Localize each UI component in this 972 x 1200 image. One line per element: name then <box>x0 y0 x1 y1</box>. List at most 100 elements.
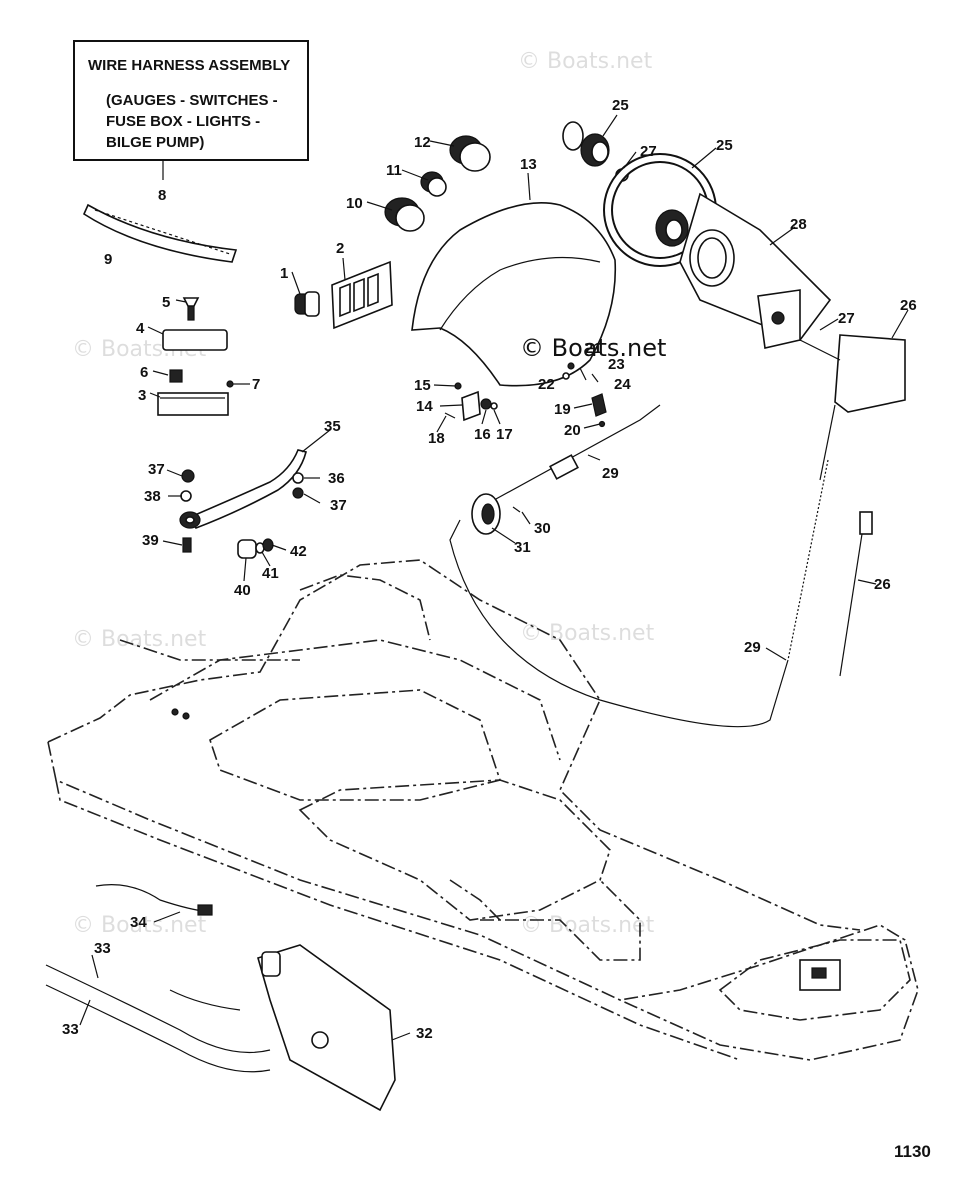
callout-29a: 29 <box>602 465 619 482</box>
part-3-fuse-box <box>157 392 229 416</box>
part-22-nut <box>562 372 570 380</box>
callout-27a: 27 <box>640 143 657 160</box>
part-30-screw <box>512 506 521 513</box>
part-38-washer <box>180 490 192 502</box>
part-16-washer <box>480 398 492 410</box>
callout-28: 28 <box>790 216 807 233</box>
callout-39: 39 <box>142 532 159 549</box>
part-34-harness <box>95 884 213 916</box>
part-18-screw <box>444 412 456 419</box>
part-35-link <box>179 449 307 529</box>
callout-15: 15 <box>414 377 431 394</box>
callouts: 8 9 1 2 5 4 6 7 3 10 11 12 13 25 27 25 2… <box>62 97 917 1042</box>
part-13-console-cover <box>411 202 617 387</box>
callout-25b: 25 <box>716 137 733 154</box>
part-6-fuse <box>169 369 183 383</box>
callout-10: 10 <box>346 195 363 212</box>
callout-19: 19 <box>554 401 571 418</box>
callout-17: 17 <box>496 426 513 443</box>
callout-27b: 27 <box>838 310 855 327</box>
leader-lines <box>79 114 909 1041</box>
callout-26b: 26 <box>874 576 891 593</box>
part-26-shaft <box>839 511 873 677</box>
callout-6: 6 <box>140 364 148 381</box>
wire-harness-box: WIRE HARNESS ASSEMBLY (GAUGES - SWITCHES… <box>73 40 309 180</box>
callout-23: 23 <box>608 356 625 373</box>
callout-33a: 33 <box>94 940 111 957</box>
callout-12: 12 <box>414 134 431 151</box>
watermarks: © Boats.net © Boats.net © Boats.net © Bo… <box>72 49 655 938</box>
callout-31: 31 <box>514 539 531 556</box>
part-14-bracket <box>461 390 481 422</box>
part-26-helm-bracket <box>799 334 906 481</box>
harness-line-2: FUSE BOX - LIGHTS - <box>106 113 260 130</box>
boat-hull <box>47 559 919 1061</box>
callout-14: 14 <box>416 398 433 415</box>
part-24-clip <box>591 373 599 383</box>
callout-24: 24 <box>614 376 631 393</box>
part-23-pin <box>579 367 587 381</box>
part-32-control-box <box>169 944 396 1112</box>
callout-37a: 37 <box>148 461 165 478</box>
callout-8: 8 <box>158 187 166 204</box>
part-21-washer <box>567 362 575 370</box>
callout-20: 20 <box>564 422 581 439</box>
callout-13: 13 <box>520 156 537 173</box>
callout-9: 9 <box>104 251 112 268</box>
part-4-lens <box>162 329 228 351</box>
part-37-nut <box>181 469 195 483</box>
part-25-hub <box>562 121 629 182</box>
part-7-screw <box>226 380 240 388</box>
callout-18: 18 <box>428 430 445 447</box>
callout-2: 2 <box>336 240 344 257</box>
watermark: © Boats.net <box>520 913 655 938</box>
callout-29b: 29 <box>744 639 761 656</box>
watermark: © Boats.net <box>520 621 655 646</box>
part-36-washer <box>292 472 304 484</box>
callout-38: 38 <box>144 488 161 505</box>
gauge-11 <box>420 171 447 197</box>
watermark-center: © Boats.net <box>520 334 666 362</box>
callout-37b: 37 <box>330 497 347 514</box>
watermark: © Boats.net <box>72 627 207 652</box>
part-9-strip <box>82 203 238 263</box>
figure-number: 1130 <box>894 1142 931 1161</box>
part-2-switch-panel <box>331 260 393 330</box>
callout-11: 11 <box>386 162 402 179</box>
callout-1: 1 <box>280 265 288 282</box>
callout-41: 41 <box>262 565 279 582</box>
callout-7: 7 <box>252 376 260 393</box>
part-1-knob <box>294 291 320 317</box>
part-40-41-42-clip <box>237 538 274 559</box>
harness-title: WIRE HARNESS ASSEMBLY <box>88 57 290 74</box>
gauge-10 <box>384 197 425 232</box>
watermark: © Boats.net <box>518 49 653 74</box>
callout-26a: 26 <box>900 297 917 314</box>
callout-3: 3 <box>138 387 146 404</box>
callout-25a: 25 <box>612 97 629 114</box>
callout-30: 30 <box>534 520 551 537</box>
part-17-nut <box>490 402 498 410</box>
watermark: © Boats.net <box>72 913 207 938</box>
part-31-bezel <box>471 493 501 535</box>
callout-33b: 33 <box>62 1021 79 1038</box>
part-28-helm <box>679 192 832 349</box>
part-20-screw <box>598 420 606 428</box>
callout-21: 21 <box>585 340 602 357</box>
callout-16: 16 <box>474 426 491 443</box>
part-29-steering-cable <box>449 404 829 728</box>
callout-4: 4 <box>136 320 145 337</box>
part-5-bulb <box>182 297 200 321</box>
callout-5: 5 <box>162 294 170 311</box>
callout-40: 40 <box>234 582 251 599</box>
harness-line-1: (GAUGES - SWITCHES - <box>106 92 278 109</box>
callout-35: 35 <box>324 418 341 435</box>
callout-32: 32 <box>416 1025 433 1042</box>
part-37-nut-b <box>292 487 304 499</box>
callout-22: 22 <box>538 376 555 393</box>
part-39-bolt <box>182 537 192 553</box>
callout-42: 42 <box>290 543 307 560</box>
callout-34: 34 <box>130 914 147 931</box>
gauge-12 <box>449 135 491 172</box>
